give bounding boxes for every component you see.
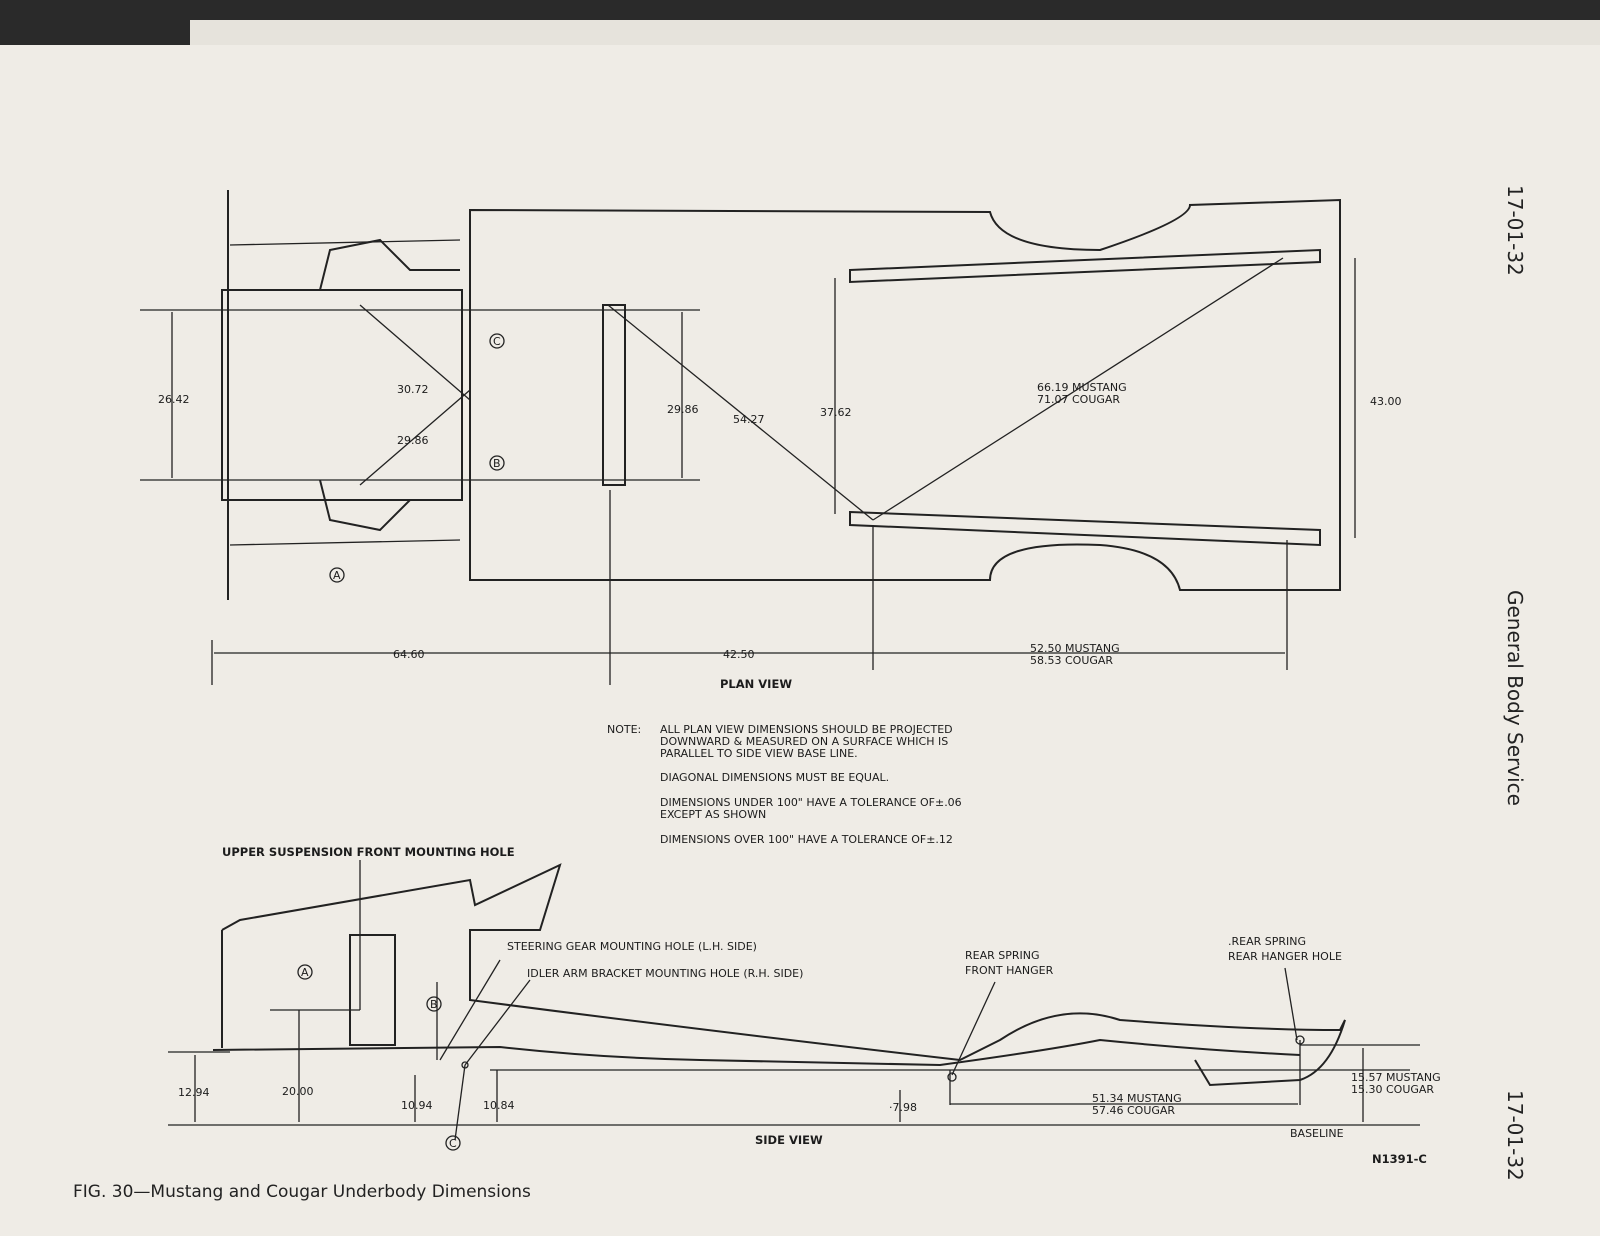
note-tolerance-under: DIMENSIONS UNDER 100" HAVE A TOLERANCE O… bbox=[660, 796, 962, 809]
floor-pan bbox=[469, 198, 1341, 591]
page-number-bottom: 17-01-32 bbox=[1503, 1090, 1527, 1181]
front-frame bbox=[221, 289, 463, 501]
note-line: ALL PLAN VIEW DIMENSIONS SHOULD BE PROJE… bbox=[660, 723, 953, 736]
dim-15-57: 15.57 MUSTANG bbox=[1351, 1071, 1441, 1084]
label-rear-spring-rear-1: .REAR SPRING bbox=[1228, 935, 1306, 948]
label-upper-suspension: UPPER SUSPENSION FRONT MOUNTING HOLE bbox=[222, 845, 515, 859]
dim-26-42: 26.42 bbox=[158, 393, 190, 406]
dim-10-84: 10.84 bbox=[483, 1099, 515, 1112]
dim-71-07: 71.07 COUGAR bbox=[1037, 393, 1120, 406]
note-label: NOTE: bbox=[607, 723, 641, 736]
dim-43-00: 43.00 bbox=[1370, 395, 1402, 408]
page bbox=[0, 45, 1600, 1236]
plan-view bbox=[140, 190, 1356, 685]
dim-12-94: 12.94 bbox=[178, 1086, 210, 1099]
figure-code: N1391-C bbox=[1372, 1152, 1427, 1166]
dim-7-98: ·7.98 bbox=[889, 1101, 917, 1114]
page-number-top: 17-01-32 bbox=[1503, 185, 1527, 276]
side-view bbox=[168, 860, 1420, 1141]
dim-15-30: 15.30 COUGAR bbox=[1351, 1083, 1434, 1096]
note-block: NOTE: ALL PLAN VIEW DIMENSIONS SHOULD BE… bbox=[607, 723, 962, 846]
side-point-a: A bbox=[301, 966, 309, 979]
dim-29-86: 29.86 bbox=[667, 403, 699, 416]
dim-37-62: 37.62 bbox=[820, 406, 852, 419]
dim-10-94: 10.94 bbox=[401, 1099, 433, 1112]
side-point-c: C bbox=[449, 1137, 457, 1150]
label-steering-gear: STEERING GEAR MOUNTING HOLE (L.H. SIDE) bbox=[507, 940, 757, 953]
label-rear-spring-front-2: FRONT HANGER bbox=[965, 964, 1054, 977]
dim-66-19: 66.19 MUSTANG bbox=[1037, 381, 1127, 394]
dim-30-72: 30.72 bbox=[397, 383, 429, 396]
point-c: C bbox=[493, 335, 501, 348]
label-baseline: BASELINE bbox=[1290, 1127, 1344, 1140]
note-tolerance-except: EXCEPT AS SHOWN bbox=[660, 808, 766, 821]
note-line: DOWNWARD & MEASURED ON A SURFACE WHICH I… bbox=[660, 735, 948, 748]
point-b: B bbox=[493, 457, 501, 470]
dim-20-00: 20.00 bbox=[282, 1085, 314, 1098]
side-view-title: SIDE VIEW bbox=[755, 1133, 823, 1147]
dim-52-50: 52.50 MUSTANG bbox=[1030, 642, 1120, 655]
dim-58-53: 58.53 COUGAR bbox=[1030, 654, 1113, 667]
note-tolerance-over: DIMENSIONS OVER 100" HAVE A TOLERANCE OF… bbox=[660, 833, 953, 846]
figure-caption: FIG. 30—Mustang and Cougar Underbody Dim… bbox=[73, 1182, 531, 1202]
label-rear-spring-front-1: REAR SPRING bbox=[965, 949, 1040, 962]
dim-29-86-diag: 29.86 bbox=[397, 434, 429, 447]
dim-51-34: 51.34 MUSTANG bbox=[1092, 1092, 1182, 1105]
label-idler-arm: IDLER ARM BRACKET MOUNTING HOLE (R.H. SI… bbox=[527, 967, 803, 980]
point-a: A bbox=[333, 569, 341, 582]
side-point-b: B bbox=[430, 998, 438, 1011]
note-diagonal: DIAGONAL DIMENSIONS MUST BE EQUAL. bbox=[660, 771, 889, 784]
dim-57-46: 57.46 COUGAR bbox=[1092, 1104, 1175, 1117]
label-rear-spring-rear-2: REAR HANGER HOLE bbox=[1228, 950, 1342, 963]
section-title: General Body Service bbox=[1503, 590, 1527, 806]
dim-42-50: 42.50 bbox=[723, 648, 755, 661]
plan-view-title: PLAN VIEW bbox=[720, 677, 792, 691]
note-line: PARALLEL TO SIDE VIEW BASE LINE. bbox=[660, 747, 858, 760]
dim-64-60: 64.60 bbox=[393, 648, 425, 661]
dim-54-27: 54.27 bbox=[733, 413, 765, 426]
